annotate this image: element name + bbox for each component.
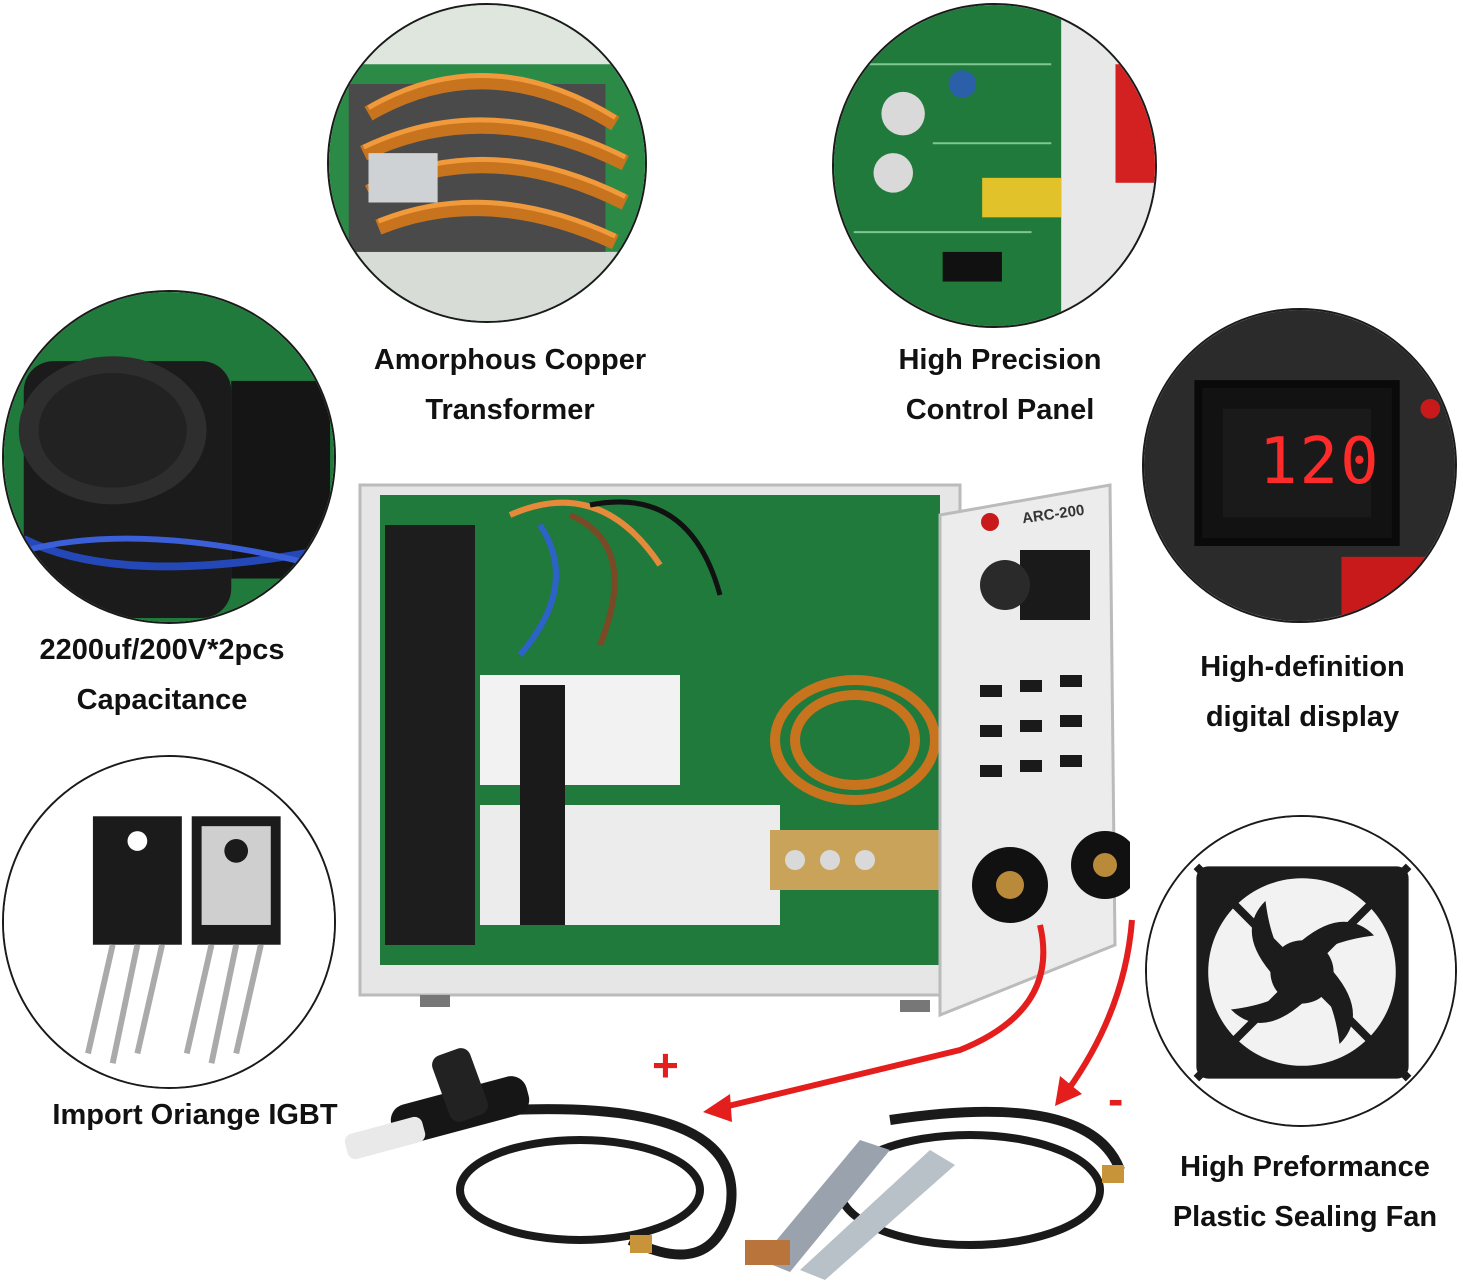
display-closeup-image: 120 bbox=[1142, 308, 1457, 623]
welding-machine-image bbox=[358, 483, 1130, 1018]
igbt-closeup-image bbox=[2, 755, 336, 1089]
electrode-holder bbox=[344, 1048, 530, 1160]
fan-caption: High Preformance Plastic Sealing Fan bbox=[1150, 1142, 1460, 1242]
fan-closeup-image bbox=[1145, 815, 1457, 1127]
capacitor-closeup-image bbox=[2, 290, 336, 624]
fan-caption-line2: Plastic Sealing Fan bbox=[1172, 1201, 1438, 1233]
transformer-closeup-image bbox=[327, 3, 647, 323]
capacitance-caption: 2200uf/200V*2pcs Capacitance bbox=[2, 625, 322, 725]
welding-cables-image bbox=[344, 1048, 1125, 1280]
transformer-caption-line1: Amorphous Copper bbox=[373, 344, 647, 376]
control-panel-closeup-image bbox=[832, 3, 1157, 328]
control-panel-caption-line2: Control Panel bbox=[905, 394, 1095, 426]
capacitance-caption-line1: 2200uf/200V*2pcs bbox=[39, 634, 285, 666]
ground-clamp bbox=[745, 1140, 955, 1280]
capacitance-caption-line2: Capacitance bbox=[76, 684, 248, 716]
control-panel-caption: High Precision Control Panel bbox=[840, 335, 1160, 435]
transformer-caption: Amorphous Copper Transformer bbox=[350, 335, 670, 435]
igbt-caption-line1: Import Oriange IGBT bbox=[52, 1099, 338, 1131]
display-reading: 120 bbox=[1259, 425, 1381, 499]
electrode-cable-plug bbox=[630, 1235, 652, 1253]
fan-caption-line1: High Preformance bbox=[1180, 1151, 1430, 1183]
fan-illustration bbox=[1147, 817, 1455, 1125]
ground-cable-plug bbox=[1102, 1165, 1124, 1183]
display-caption-line2: digital display bbox=[1205, 701, 1400, 733]
negative-sign: - bbox=[1108, 1073, 1124, 1125]
electrode-cable bbox=[509, 1104, 737, 1260]
positive-sign: + bbox=[652, 1039, 679, 1091]
capacitor-illustration bbox=[4, 292, 334, 622]
transformer-caption-line2: Transformer bbox=[425, 394, 595, 426]
igbt-illustration bbox=[4, 757, 334, 1087]
display-caption-line1: High-definition bbox=[1200, 651, 1405, 683]
igbt-caption: Import Oriange IGBT bbox=[15, 1090, 375, 1140]
ground-cable bbox=[889, 1106, 1125, 1172]
control-panel-caption-line1: High Precision bbox=[898, 344, 1102, 376]
display-caption: High-definition digital display bbox=[1150, 642, 1455, 742]
transformer-illustration bbox=[329, 5, 645, 321]
pcb-illustration bbox=[834, 5, 1155, 326]
